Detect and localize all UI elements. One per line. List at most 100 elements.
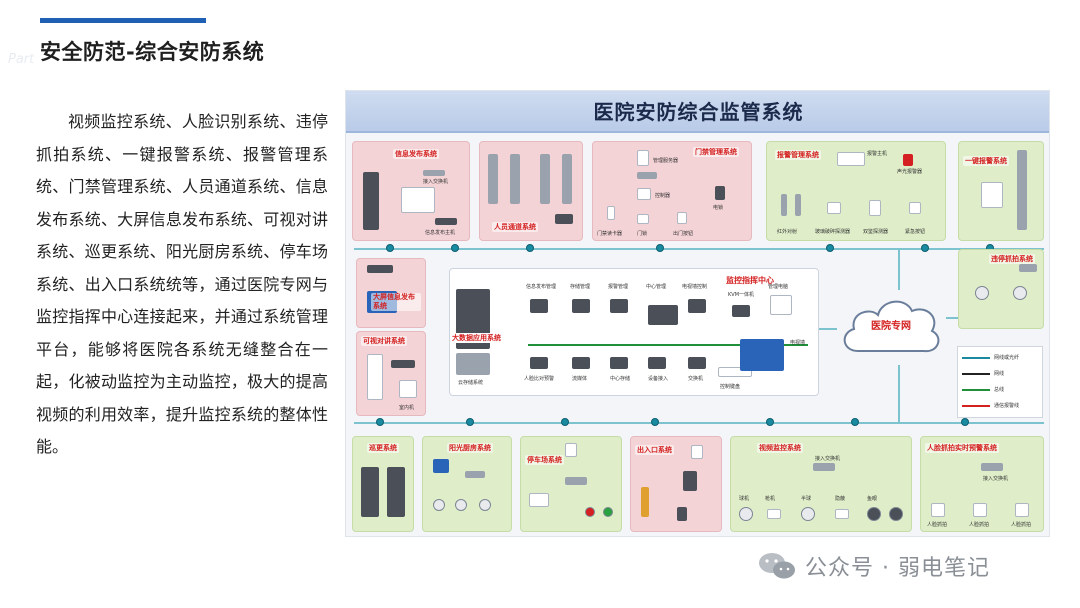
channel-switch-icon xyxy=(555,214,573,224)
legend-label: 网线或光纤 xyxy=(994,354,1019,361)
center-bottom-caption: 交换机 xyxy=(688,375,703,382)
infrared-icon xyxy=(795,194,801,216)
personnel-channel-label: 人员通道系统 xyxy=(492,222,538,232)
half-dome-icon xyxy=(433,499,445,511)
card-reader-icon xyxy=(607,206,615,220)
command-center-panel: 监控指挥中心 大数据应用系统 云存储系统 信息发布管理 存储管理 报警管理 中心… xyxy=(449,268,819,396)
legend: 网线或光纤 网线 总线 通信报警线 xyxy=(957,346,1043,418)
video-switch-caption: 接入交换机 xyxy=(815,455,840,462)
kitchen-switch-icon xyxy=(465,471,485,478)
center-top-caption: 中心管理 xyxy=(646,283,666,290)
parking-switch-icon xyxy=(565,477,587,485)
patrol-stick-icon xyxy=(387,467,405,517)
security-diagram: 医院安防综合监管系统 信息发布系统 信息发布主机 接入交换机 人员通道系统 门禁 xyxy=(345,90,1050,537)
face-switch-caption: 接入交换机 xyxy=(983,475,1008,482)
center-device-icon xyxy=(648,357,666,369)
face-camera-icon xyxy=(931,503,945,517)
network-node xyxy=(921,244,929,252)
controller-icon xyxy=(637,188,651,200)
network-node xyxy=(851,418,859,426)
face-recognition-label: 人脸抓拍实时预警系统 xyxy=(925,443,999,453)
patrol-box: 巡更系统 xyxy=(352,436,414,532)
infrared-caption: 红外对射 xyxy=(777,228,797,235)
outdoor-station-icon xyxy=(367,354,383,400)
door-lock-icon xyxy=(637,214,649,224)
info-release-label: 信息发布系统 xyxy=(393,149,439,159)
center-top-caption: 管理电脑 xyxy=(768,283,788,290)
dome-camera-icon xyxy=(1013,286,1027,300)
gun-camera-caption: 枪机 xyxy=(765,495,775,502)
info-host-caption: 信息发布主机 xyxy=(425,229,455,236)
center-device-icon xyxy=(572,357,590,369)
patrol-label: 巡更系统 xyxy=(367,443,399,453)
legend-swatch xyxy=(962,373,990,375)
parking-box: 停车场系统 xyxy=(520,436,622,532)
face-recognition-box: 人脸抓拍实时预警系统 接入交换机 人脸抓拍 人脸抓拍 人脸抓拍 xyxy=(920,436,1044,532)
management-pc-icon xyxy=(770,295,792,315)
face-camera-caption: 人脸抓拍 xyxy=(969,521,989,528)
center-device-icon xyxy=(648,305,678,325)
alarm-management-label: 报警管理系统 xyxy=(775,150,821,160)
legend-swatch xyxy=(962,405,990,407)
big-screen-box: 大屏信息发布系统 xyxy=(356,258,426,328)
network-node xyxy=(466,418,474,426)
diagram-header: 医院安防综合监管系统 xyxy=(346,91,1050,133)
page-title: 安全防范-综合安防系统 xyxy=(40,36,264,66)
big-data-label: 大数据应用系统 xyxy=(452,333,501,343)
half-dome-icon xyxy=(801,507,815,521)
video-surveillance-box: 视频监控系统 接入交换机 球机 枪机 半球 隐蔽 鱼眼 xyxy=(730,436,912,532)
fisheye-caption: 鱼眼 xyxy=(867,495,877,502)
center-bottom-caption: 流媒体 xyxy=(572,375,587,382)
legend-swatch xyxy=(962,389,990,391)
center-bottom-caption: 电视墙 xyxy=(790,339,805,346)
network-node xyxy=(451,244,459,252)
info-switch-icon xyxy=(423,170,445,176)
legend-swatch xyxy=(962,357,990,359)
hidden-camera-caption: 隐蔽 xyxy=(835,495,845,502)
video-wall-icon xyxy=(740,339,784,371)
video-intercom-box: 可视对讲系统 室内机 xyxy=(356,331,426,416)
body-paragraph: 视频监控系统、人脸识别系统、违停抓拍系统、一键报警系统、报警管理系统、门禁管理系… xyxy=(36,106,328,464)
legend-label: 总线 xyxy=(994,386,1004,393)
face-camera-icon xyxy=(1015,503,1029,517)
watermark-text: 公众号 · 弱电笔记 xyxy=(805,550,990,582)
legend-label: 通信报警线 xyxy=(994,402,1019,409)
right-trunk-line-lower xyxy=(898,365,900,422)
entrance-exit-box: 出入口系统 xyxy=(630,436,722,532)
sunshine-kitchen-label: 阳光厨房系统 xyxy=(447,443,493,453)
sunshine-kitchen-box: 阳光厨房系统 xyxy=(422,436,512,532)
face-camera-caption: 人脸抓拍 xyxy=(1011,521,1031,528)
half-dome-icon xyxy=(455,499,467,511)
electric-lock-icon xyxy=(715,186,725,200)
center-top-caption: 报警管理 xyxy=(608,283,628,290)
dual-detector-icon xyxy=(869,200,881,216)
alarm-host-caption: 报警主机 xyxy=(867,150,887,157)
siren-caption: 声光报警器 xyxy=(897,168,922,175)
face-camera-icon xyxy=(973,503,987,517)
fisheye-icon xyxy=(889,507,903,521)
info-release-box: 信息发布系统 信息发布主机 接入交换机 xyxy=(352,141,470,241)
center-device-icon xyxy=(610,299,628,313)
center-top-caption: 信息发布管理 xyxy=(526,283,556,290)
dome-camera-caption: 球机 xyxy=(739,495,749,502)
big-screen-label: 大屏信息发布系统 xyxy=(371,293,421,311)
personnel-channel-box: 人员通道系统 xyxy=(479,141,583,241)
center-bottom-caption: 设备接入 xyxy=(648,375,668,382)
screen-switch-icon xyxy=(367,265,393,273)
management-server-icon xyxy=(637,150,649,166)
cloud-storage-icon xyxy=(456,353,490,375)
command-center-title: 监控指挥中心 xyxy=(726,275,774,286)
entrance-exit-label: 出入口系统 xyxy=(635,445,674,455)
one-key-alarm-label: 一键报警系统 xyxy=(963,156,1009,166)
infrared-icon xyxy=(781,194,787,216)
legend-item: 通信报警线 xyxy=(962,401,1042,411)
info-switch-caption: 接入交换机 xyxy=(423,178,448,185)
legend-item: 网线或光纤 xyxy=(962,353,1042,363)
door-lock-caption: 门锁 xyxy=(637,230,647,237)
cloud-storage-caption: 云存储系统 xyxy=(458,379,483,386)
video-surveillance-label: 视频监控系统 xyxy=(757,443,803,453)
glass-break-caption: 玻璃破碎探测器 xyxy=(815,228,850,235)
access-control-box: 门禁管理系统 管理服务器 控制器 门禁读卡器 门锁 出门按钮 电锁 xyxy=(592,141,752,241)
capture-switch-icon xyxy=(1019,264,1037,272)
parking-guidance-icon xyxy=(529,493,549,507)
